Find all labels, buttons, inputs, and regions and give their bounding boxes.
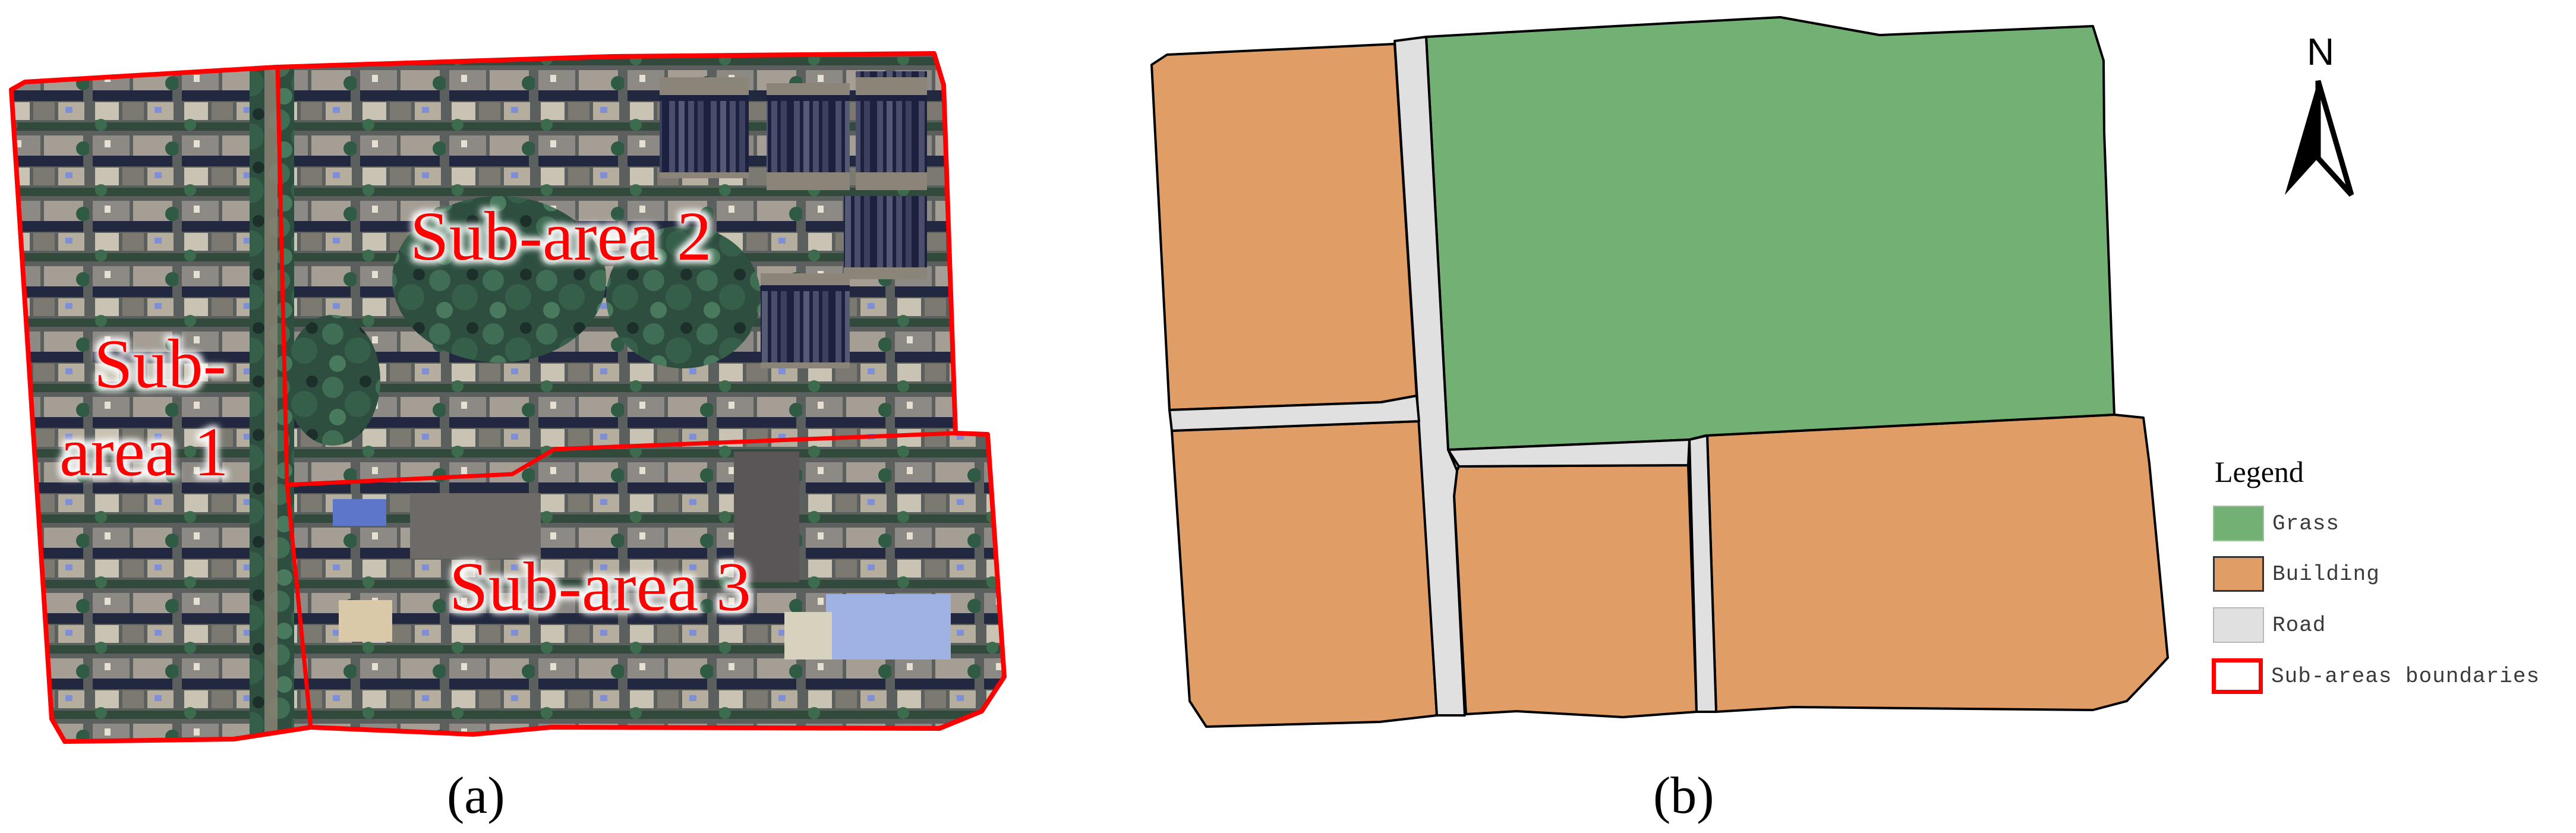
legend-label-road: Road (2272, 613, 2326, 638)
north-arrow-icon (2285, 80, 2354, 197)
label-sub-area-1-line1: Sub- (94, 325, 226, 403)
grass-area (1425, 16, 2115, 451)
road-west-horizontal (1168, 395, 1420, 432)
legend-item-boundary: Sub-areas boundaries (2212, 658, 2540, 694)
legend-item-road: Road (2213, 607, 2326, 643)
label-sub-area-1-line2: area 1 (59, 413, 229, 491)
sub-areas-outer-boundary (9, 51, 1007, 744)
satellite-imagery (11, 53, 1004, 742)
legend-item-grass: Grass (2213, 506, 2339, 541)
road-south-horizontal (1447, 438, 1691, 468)
legend-label-building: Building (2272, 561, 2380, 586)
building-block-nw (1150, 43, 1418, 411)
legend-label-grass: Grass (2272, 511, 2340, 536)
road-south-vertical (1688, 434, 1717, 713)
north-arrow-label: N (2307, 30, 2335, 73)
legend-swatch-grass (2213, 506, 2264, 541)
sub-area-divider-horizontal (286, 431, 956, 487)
legend-title: Legend (2215, 455, 2304, 488)
legend-swatch-building (2213, 556, 2264, 592)
building-block-sw (1171, 420, 1438, 728)
building-block-s-middle (1453, 464, 1698, 718)
legend-swatch-road (2213, 607, 2264, 643)
legend-label-boundary: Sub-areas boundaries (2271, 664, 2540, 689)
building-block-se (1706, 414, 2169, 713)
caption-panel-b: (b) (1653, 767, 1714, 825)
legend-swatch-boundary (2212, 658, 2263, 694)
caption-panel-a: (a) (447, 767, 505, 825)
label-sub-area-3: Sub-area 3 (449, 548, 751, 626)
label-sub-area-2: Sub-area 2 (410, 197, 712, 275)
legend-item-building: Building (2213, 556, 2380, 592)
